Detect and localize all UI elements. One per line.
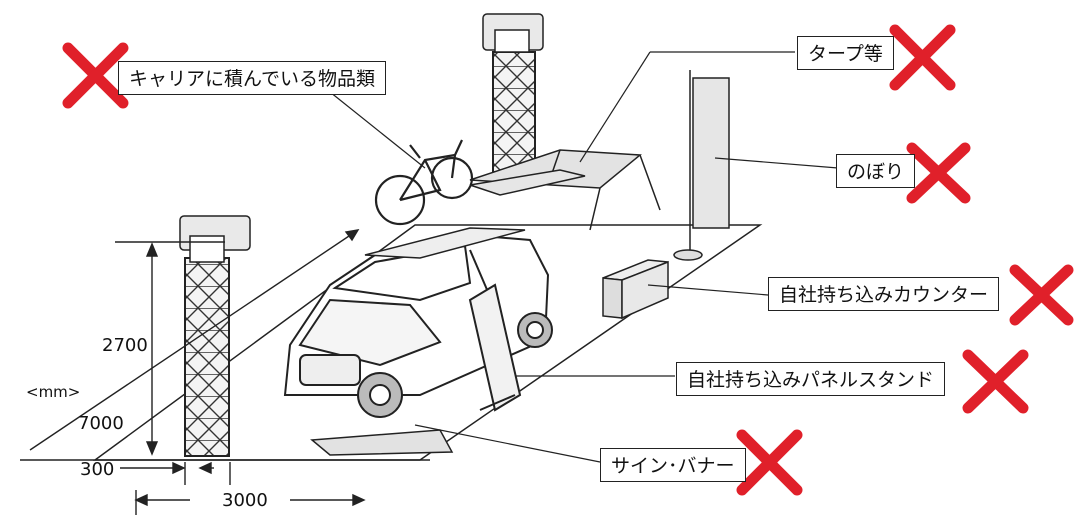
label-nobori: のぼり — [836, 154, 916, 188]
label-sign-banner: サイン･バナー — [600, 448, 746, 482]
bicycle — [374, 139, 474, 226]
dimension-unit: <mm> — [26, 383, 81, 401]
cross-mark-nobori — [906, 142, 971, 204]
label-counter: 自社持ち込みカウンター — [768, 277, 1000, 311]
cross-mark-sign-banner — [736, 429, 803, 496]
dimension-width: 3000 — [222, 490, 268, 511]
nobori-flag — [673, 70, 730, 261]
cross-mark-tarp — [889, 24, 956, 91]
counter-box — [602, 259, 669, 320]
label-carrier-items: キャリアに積んでいる物品類 — [118, 61, 387, 95]
cross-mark-panel-stand — [962, 349, 1029, 414]
label-tarp: タープ等 — [797, 36, 894, 70]
panel-stand — [468, 283, 522, 412]
sign-banner-floor — [310, 429, 454, 456]
leader-lines — [329, 51, 839, 463]
dimension-height: 2700 — [102, 335, 148, 356]
dimension-lines — [29, 229, 366, 515]
cross-mark-carrier — [62, 42, 129, 109]
truss-tower-back — [482, 13, 544, 173]
cross-mark-counter — [1009, 264, 1074, 326]
dimension-truss-offset: 300 — [80, 459, 115, 480]
truss-tower-front — [179, 215, 251, 457]
label-panel-stand: 自社持ち込みパネルスタンド — [676, 362, 946, 396]
roof-carrier — [364, 169, 586, 259]
dimension-depth: 7000 — [78, 413, 124, 434]
